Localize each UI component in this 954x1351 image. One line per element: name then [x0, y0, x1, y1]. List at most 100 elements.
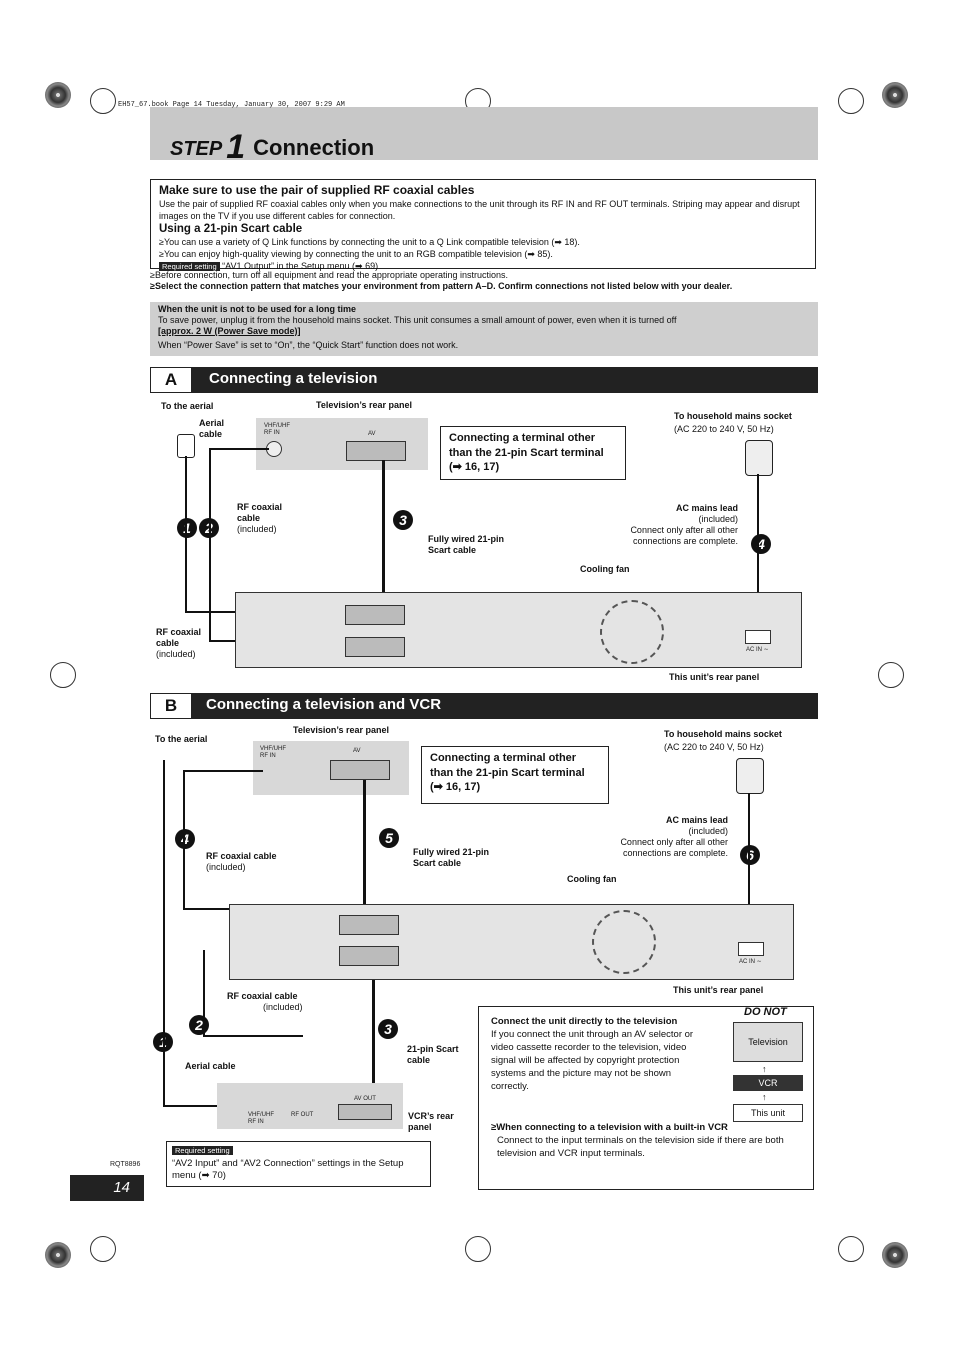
- a-mains-socket: To household mains socket: [674, 411, 792, 421]
- required-badge: Required setting: [159, 262, 220, 271]
- b-wire: [203, 1035, 303, 1037]
- rf-body: Use the pair of supplied RF coaxial cabl…: [159, 199, 800, 221]
- doc-code: RQT8896: [110, 1161, 141, 1168]
- a-tv-scart: [346, 441, 406, 461]
- registration-disk-icon: [45, 1242, 71, 1268]
- note-select: ≥Select the connection pattern that matc…: [150, 281, 733, 291]
- a-tv-av: AV: [368, 431, 376, 437]
- a-step-4: 4: [751, 534, 771, 554]
- a-tv-rear-label: Television’s rear panel: [316, 400, 413, 410]
- a-callout: Connecting a terminal other than the 21-…: [440, 426, 626, 480]
- crosshair-icon: [90, 88, 116, 114]
- crosshair-icon: [838, 88, 864, 114]
- b-vcr-scart: [338, 1104, 392, 1120]
- a-rf-cable: RF coaxial cable(included): [237, 502, 283, 534]
- crosshair-icon: [878, 662, 904, 688]
- rf-cable-box: Make sure to use the pair of supplied RF…: [150, 179, 816, 271]
- b-tv-vhf: VHF/UHF RF IN: [260, 746, 286, 759]
- a-wire: [209, 448, 211, 641]
- a-mains-spec: (AC 220 to 240 V, 50 Hz): [674, 424, 774, 434]
- section-a-letter: A: [150, 367, 192, 393]
- a-to-aerial: To the aerial: [161, 401, 214, 411]
- b-scart21: 21-pin Scart cable: [407, 1044, 459, 1065]
- diagram-television: Television: [733, 1022, 803, 1062]
- b-wire: [163, 760, 165, 1106]
- b-tv-scart: [330, 760, 390, 780]
- b-fan-icon: [592, 910, 656, 974]
- b-rf-cable-2: RF coaxial cable(included): [227, 991, 303, 1012]
- b-vcr-av-out: AV OUT: [354, 1096, 376, 1102]
- section-b-title: Connecting a television and VCR: [206, 696, 442, 713]
- a-wire: [382, 460, 385, 600]
- b-wire: [372, 975, 375, 1085]
- b-mains-socket-icon: [736, 758, 764, 794]
- b-vcr-vhf: VHF/UHF RF IN: [248, 1112, 274, 1125]
- b-wire: [363, 780, 366, 910]
- aerial-plug-icon: [177, 434, 195, 458]
- a-wire: [209, 640, 239, 642]
- required-setting-line: Required setting “AV1 Output” in the Set…: [159, 260, 815, 273]
- b-wire: [203, 950, 205, 1036]
- b-unit-rear-panel: [229, 904, 794, 980]
- b-rf-cable: RF coaxial cable(included): [206, 851, 277, 872]
- section-b-letter: B: [150, 693, 192, 719]
- a-wire: [185, 611, 240, 613]
- b-ac-lead: AC mains lead(included)Connect only afte…: [620, 815, 728, 858]
- b-wire: [748, 793, 750, 905]
- do-not-label: DO NOT: [744, 1006, 787, 1018]
- a-aerial-cable: Aerial cable: [199, 418, 225, 439]
- b-unit-rear-label: This unit’s rear panel: [673, 985, 764, 995]
- bullet-rgb: ≥You can enjoy high-quality viewing by c…: [159, 249, 553, 259]
- a-wire: [209, 448, 269, 450]
- b-tv-rear-label: Television’s rear panel: [293, 725, 390, 735]
- a-rf-cable-2: RF coaxial cable(included): [156, 627, 202, 659]
- req-text: “AV2 Input” and “AV2 Connection” setting…: [172, 1157, 404, 1182]
- crosshair-icon: [838, 1236, 864, 1262]
- header-bar: [150, 107, 818, 160]
- a-ac-in: AC IN ∼: [746, 647, 769, 653]
- required-text: “AV1 Output” in the Setup menu (➡ 69): [222, 261, 379, 271]
- b-wire: [183, 908, 233, 910]
- title-number: 1: [226, 128, 246, 166]
- arrow-up-icon: ↑: [762, 1064, 767, 1074]
- b-mains-socket: To household mains socket: [664, 729, 782, 739]
- notes: ≥Before connection, turn off all equipme…: [150, 270, 820, 292]
- registration-disk-icon: [882, 1242, 908, 1268]
- a-unit-rear-label: This unit’s rear panel: [669, 672, 760, 682]
- registration-disk-icon: [45, 82, 71, 108]
- b-step-2: 2: [189, 1015, 209, 1035]
- bullet-qlink: ≥You can use a variety of Q Link functio…: [159, 237, 580, 247]
- b-unit-scart-2: [339, 946, 399, 966]
- a-fan-icon: [600, 600, 664, 664]
- a-wire: [185, 456, 187, 612]
- direct-connection-box: Connect the unit directly to the televis…: [478, 1006, 814, 1190]
- b-step-4: 4: [175, 829, 195, 849]
- b-step-3: 3: [378, 1019, 398, 1039]
- direct-body: If you connect the unit through an AV se…: [491, 1029, 694, 1092]
- title-step: STEP: [170, 138, 223, 160]
- power-save-box: When the unit is not to be used for a lo…: [150, 302, 818, 356]
- print-info: EH57_67.book Page 14 Tuesday, January 30…: [118, 101, 345, 109]
- title-text: Connection: [253, 135, 375, 160]
- rf-heading: Make sure to use the pair of supplied RF…: [159, 183, 475, 197]
- b-scart-cable: Fully wired 21-pin Scart cable: [413, 847, 490, 868]
- req-badge: Required setting: [172, 1146, 233, 1155]
- a-scart-cable: Fully wired 21-pin Scart cable: [428, 534, 505, 555]
- a-ac-lead: AC mains lead(included)Connect only afte…: [630, 503, 738, 546]
- power-heading: When the unit is not to be used for a lo…: [158, 304, 356, 314]
- diagram-vcr: VCR: [733, 1075, 803, 1091]
- b-tv-av: AV: [353, 748, 361, 754]
- arrow-up-icon: ↑: [762, 1092, 767, 1102]
- a-tv-vhf: VHF/UHF RF IN: [264, 423, 290, 436]
- scart-heading: Using a 21-pin Scart cable: [159, 223, 303, 235]
- b-wire: [183, 770, 185, 910]
- a-step-1: 1: [177, 518, 197, 538]
- a-unit-rear-panel: [235, 592, 802, 668]
- b-callout: Connecting a terminal other than the 21-…: [421, 746, 609, 804]
- section-b-bar: [150, 693, 818, 719]
- section-a-title: Connecting a television: [209, 370, 378, 387]
- power-approx: [approx. 2 W (Power Save mode)]: [158, 326, 301, 336]
- a-ac-in-socket: [745, 630, 771, 644]
- b-to-aerial: To the aerial: [155, 734, 208, 744]
- registration-disk-icon: [882, 82, 908, 108]
